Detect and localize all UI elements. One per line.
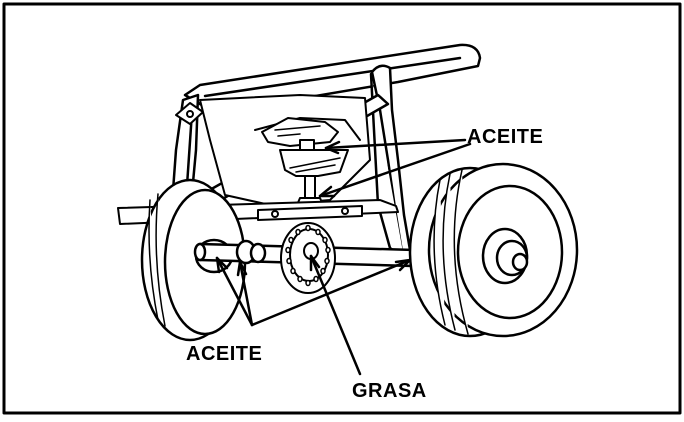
leader-lines xyxy=(215,138,472,376)
leader-aceite-top-1 xyxy=(324,138,467,150)
handle-frame xyxy=(183,43,482,260)
leader-grasa xyxy=(309,254,362,376)
right-wheel xyxy=(408,162,579,338)
drive-sprocket xyxy=(280,222,336,294)
left-wheel xyxy=(140,178,247,342)
callout-aceite-bottom: ACEITE xyxy=(186,343,263,365)
leader-aceite-top-2 xyxy=(318,142,472,198)
leader-aceite-bottom-1 xyxy=(215,256,254,327)
callout-grasa: GRASA xyxy=(352,380,427,402)
figure-border xyxy=(2,2,682,415)
leader-aceite-bottom-3 xyxy=(250,258,412,327)
callout-aceite-top: ACEITE xyxy=(467,126,544,148)
leader-aceite-bottom-2 xyxy=(238,260,254,327)
